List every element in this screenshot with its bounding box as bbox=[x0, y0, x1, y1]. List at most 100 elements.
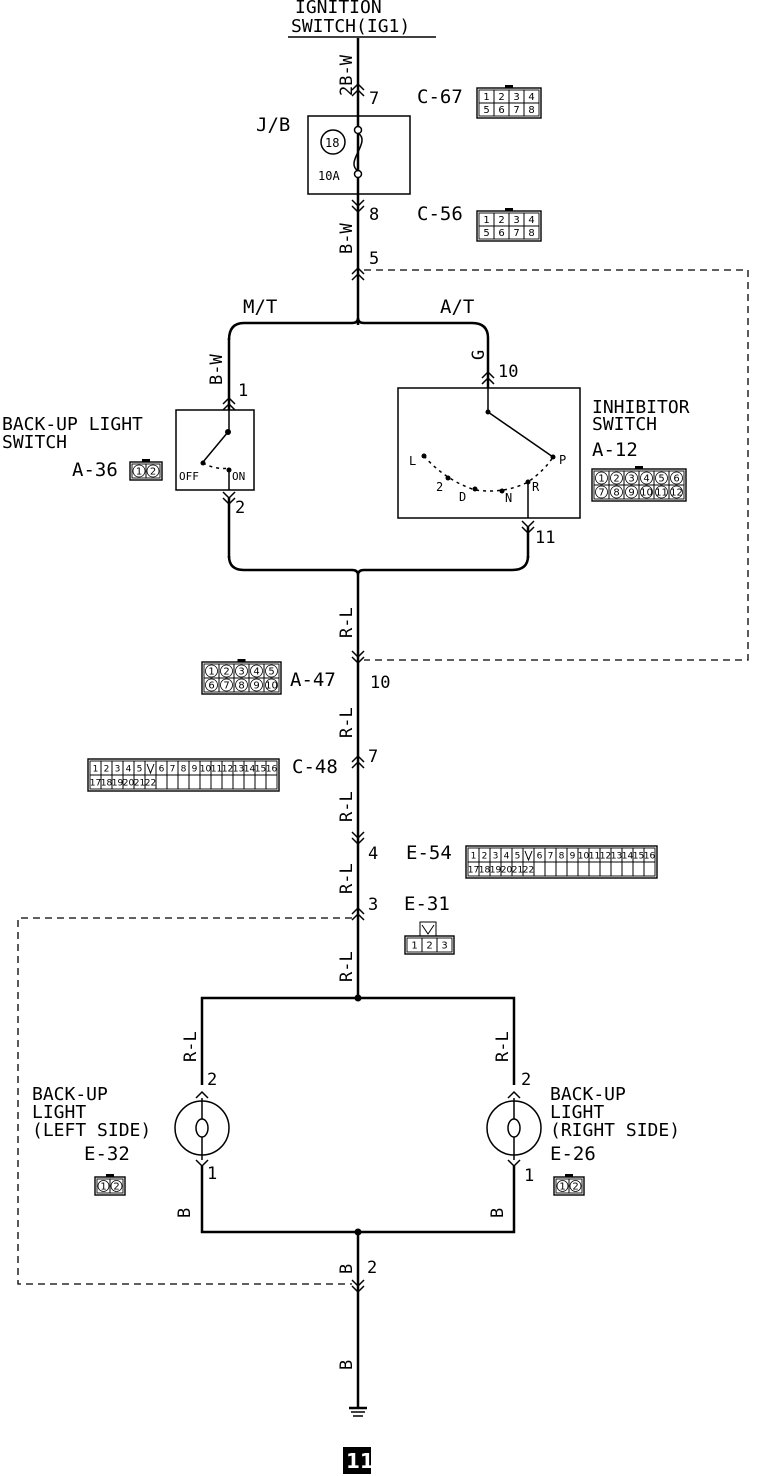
wire-label-rl-5: R-L bbox=[337, 951, 357, 982]
right-light-label-line2: LIGHT bbox=[550, 1102, 604, 1123]
shield-dashed-right bbox=[364, 269, 749, 661]
connector-pin-number: 1 bbox=[483, 215, 489, 226]
connector-arrow-inhibitor-10 bbox=[481, 370, 495, 385]
connector-label-e32: E-32 bbox=[84, 1143, 130, 1165]
connector-cell bbox=[632, 861, 645, 877]
connector-pin-number: 1 bbox=[598, 474, 604, 485]
wire-label-b-right: B bbox=[488, 1208, 508, 1218]
pin-7-c48: 7 bbox=[368, 747, 378, 767]
connector-pin-number: 11 bbox=[589, 852, 600, 862]
connector-pin-number: 5 bbox=[483, 105, 489, 116]
pin-5: 5 bbox=[369, 249, 379, 269]
connector-pin-number: 16 bbox=[644, 852, 656, 862]
connector-frame bbox=[465, 845, 658, 879]
connector-pin-ring bbox=[569, 1180, 582, 1192]
shield-dashed-left bbox=[17, 917, 352, 1285]
connector-pin-ring bbox=[610, 485, 623, 499]
backup-switch-label-line1: BACK-UP LIGHT bbox=[2, 414, 143, 435]
connector-pin-number: 10 bbox=[265, 681, 278, 692]
connector-cell bbox=[166, 774, 179, 790]
backup-switch-travel bbox=[202, 462, 230, 470]
connector-frame bbox=[87, 758, 280, 792]
wire-label-rl-4: R-L bbox=[337, 863, 357, 894]
connector-pin-ring bbox=[97, 1180, 110, 1192]
connector-pin-number: 5 bbox=[515, 852, 521, 862]
pin-2-right: 2 bbox=[521, 1070, 531, 1090]
connector-pin-number: 6 bbox=[208, 681, 214, 692]
backup-switch-off: OFF bbox=[179, 470, 199, 483]
wire-label-b-2: B bbox=[337, 1360, 357, 1370]
fuse-number: 18 bbox=[325, 136, 339, 150]
connector-key-mark bbox=[524, 850, 533, 862]
connector-pin-number: 14 bbox=[622, 852, 634, 862]
connector-pin-number: 12 bbox=[600, 852, 611, 862]
connector-label-a36: A-36 bbox=[72, 459, 118, 481]
wire-label-bw-mt: B-W bbox=[207, 354, 227, 385]
inhibitor-switch-box bbox=[397, 387, 581, 519]
connector-pin-number: 17 bbox=[468, 866, 479, 876]
connector-label-e26: E-26 bbox=[550, 1143, 596, 1165]
connector-pin-number: 8 bbox=[181, 765, 187, 775]
fuse-terminal-top bbox=[353, 125, 363, 135]
connector-pin-ring bbox=[250, 664, 263, 678]
connector-pin-number: 7 bbox=[170, 765, 176, 775]
connector-pin-number: 22 bbox=[145, 779, 156, 789]
inhibitor-label-line2: SWITCH bbox=[592, 414, 657, 435]
connector-label-c48: C-48 bbox=[292, 756, 338, 778]
connector-pin-ring bbox=[132, 464, 146, 478]
connector-cell bbox=[109, 1178, 124, 1194]
inhibitor-pos-n: N bbox=[505, 491, 512, 505]
pin-1-right: 1 bbox=[524, 1166, 534, 1186]
connector-pin-number: 9 bbox=[253, 681, 259, 692]
left-light-label-line2: LIGHT bbox=[32, 1102, 86, 1123]
pin-10: 10 bbox=[370, 673, 390, 693]
connector-pin-ring bbox=[146, 464, 160, 478]
connector-pin-number: 2 bbox=[113, 1182, 119, 1193]
inhibitor-pos-d: D bbox=[459, 490, 466, 504]
connector-label-c56: C-56 bbox=[417, 203, 463, 225]
connector-pin-number: 17 bbox=[90, 779, 101, 789]
connector-pin-number: 1 bbox=[136, 467, 142, 478]
pin-11-inhibitor: 11 bbox=[535, 528, 555, 548]
connector-cell bbox=[599, 861, 612, 877]
inhibitor-contact-p bbox=[550, 454, 556, 460]
connector-pin-ring bbox=[220, 664, 233, 678]
connector-cell bbox=[668, 484, 685, 500]
connector-arrow-ground-2 bbox=[351, 1279, 365, 1294]
connector-pin-number: 4 bbox=[253, 667, 259, 678]
connector-pin-number: 5 bbox=[137, 765, 143, 775]
connector-label-a12: A-12 bbox=[592, 439, 638, 461]
connector-cell bbox=[199, 774, 212, 790]
connector-cell bbox=[555, 861, 568, 877]
inhibitor-lever bbox=[487, 411, 554, 458]
wire-label-b-1: B bbox=[337, 1264, 357, 1274]
connector-arrow-c67 bbox=[351, 82, 365, 97]
connector-pin-ring bbox=[595, 485, 608, 499]
branch-split-top bbox=[227, 317, 490, 341]
backup-switch-label-line2: SWITCH bbox=[2, 432, 67, 453]
connector-pin-number: 4 bbox=[504, 852, 510, 862]
left-light-label-line3: (LEFT SIDE) bbox=[32, 1120, 151, 1141]
connector-cell bbox=[221, 774, 234, 790]
connector-pin-number: 3 bbox=[115, 765, 121, 775]
connector-cell bbox=[436, 937, 453, 953]
lamp-supply-bus bbox=[200, 996, 516, 1085]
connector-pin-number: 7 bbox=[513, 105, 519, 116]
connector-pin-number: 2 bbox=[572, 1182, 578, 1193]
connector-pin-number: 6 bbox=[537, 852, 543, 862]
junction-block-box bbox=[307, 115, 411, 195]
connector-pin-number: 4 bbox=[126, 765, 132, 775]
connector-pin-number: 7 bbox=[598, 488, 604, 499]
connector-cell bbox=[533, 861, 546, 877]
connector-arrow-e54 bbox=[351, 831, 365, 846]
connector-pin-number: 8 bbox=[238, 681, 244, 692]
connector-cell bbox=[621, 861, 634, 877]
wire-label-rl-1: R-L bbox=[337, 607, 357, 638]
fuse-symbol bbox=[353, 132, 363, 172]
connector-pin-number: 5 bbox=[483, 228, 489, 239]
connector-arrow-c56 bbox=[351, 199, 365, 214]
